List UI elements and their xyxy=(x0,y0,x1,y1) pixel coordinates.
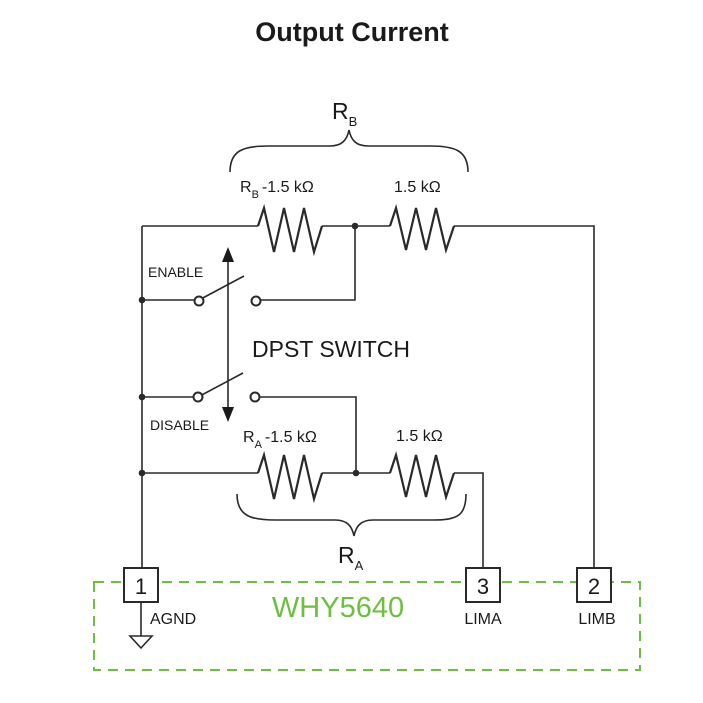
junction-dot xyxy=(352,469,360,477)
rb-brace xyxy=(229,129,469,173)
junction-dot xyxy=(138,393,146,401)
disable-label: DISABLE xyxy=(150,417,209,433)
pin-1-name: AGND xyxy=(150,611,196,628)
chip-outline xyxy=(93,581,641,671)
pin-1-number: 1 xyxy=(135,574,147,599)
ground-icon xyxy=(128,602,154,650)
ra-var-resistor-label: RA-1.5 kΩ xyxy=(243,429,317,451)
disable-contact-terminal xyxy=(249,391,261,403)
pin-2-number: 2 xyxy=(588,574,600,599)
rb-fixed-resistor xyxy=(388,203,456,255)
pin-3: 3 LIMA xyxy=(464,567,502,628)
rb-brace-label: RB xyxy=(332,98,357,129)
disable-pivot-terminal xyxy=(192,391,204,403)
rb-fixed-resistor-label: 1.5 kΩ xyxy=(394,179,441,196)
pin-1: 1 AGND xyxy=(123,567,196,628)
chip-name: WHY5640 xyxy=(272,592,404,624)
ra-brace-label: RA xyxy=(338,542,364,573)
double-arrow-icon xyxy=(222,247,234,422)
pin-3-name: LIMA xyxy=(464,611,502,628)
enable-switch-blade xyxy=(198,275,245,301)
enable-label: ENABLE xyxy=(148,264,203,280)
ra-fixed-resistor xyxy=(388,450,456,502)
pin-3-number: 3 xyxy=(477,574,489,599)
enable-pivot-terminal xyxy=(193,295,205,307)
enable-right-wire xyxy=(259,226,356,301)
rb-var-resistor xyxy=(256,203,324,257)
lima-wire xyxy=(454,472,484,568)
rb-var-resistor-label: RB-1.5 kΩ xyxy=(240,179,314,201)
enable-contact-terminal xyxy=(250,295,262,307)
page-title: Output Current xyxy=(255,17,448,47)
switch-label: DPST SWITCH xyxy=(252,336,410,362)
junction-dot xyxy=(138,296,146,304)
limb-wire xyxy=(454,225,595,568)
ra-var-resistor xyxy=(256,450,324,504)
ra-fixed-resistor-label: 1.5 kΩ xyxy=(396,428,443,445)
pin-2: 2 LIMB xyxy=(576,567,616,628)
disable-right-wire xyxy=(258,396,357,473)
junction-dot xyxy=(138,469,146,477)
ra-brace xyxy=(236,493,467,537)
disable-switch-blade xyxy=(197,372,244,398)
pin-2-name: LIMB xyxy=(578,611,615,628)
junction-dot xyxy=(351,222,359,230)
